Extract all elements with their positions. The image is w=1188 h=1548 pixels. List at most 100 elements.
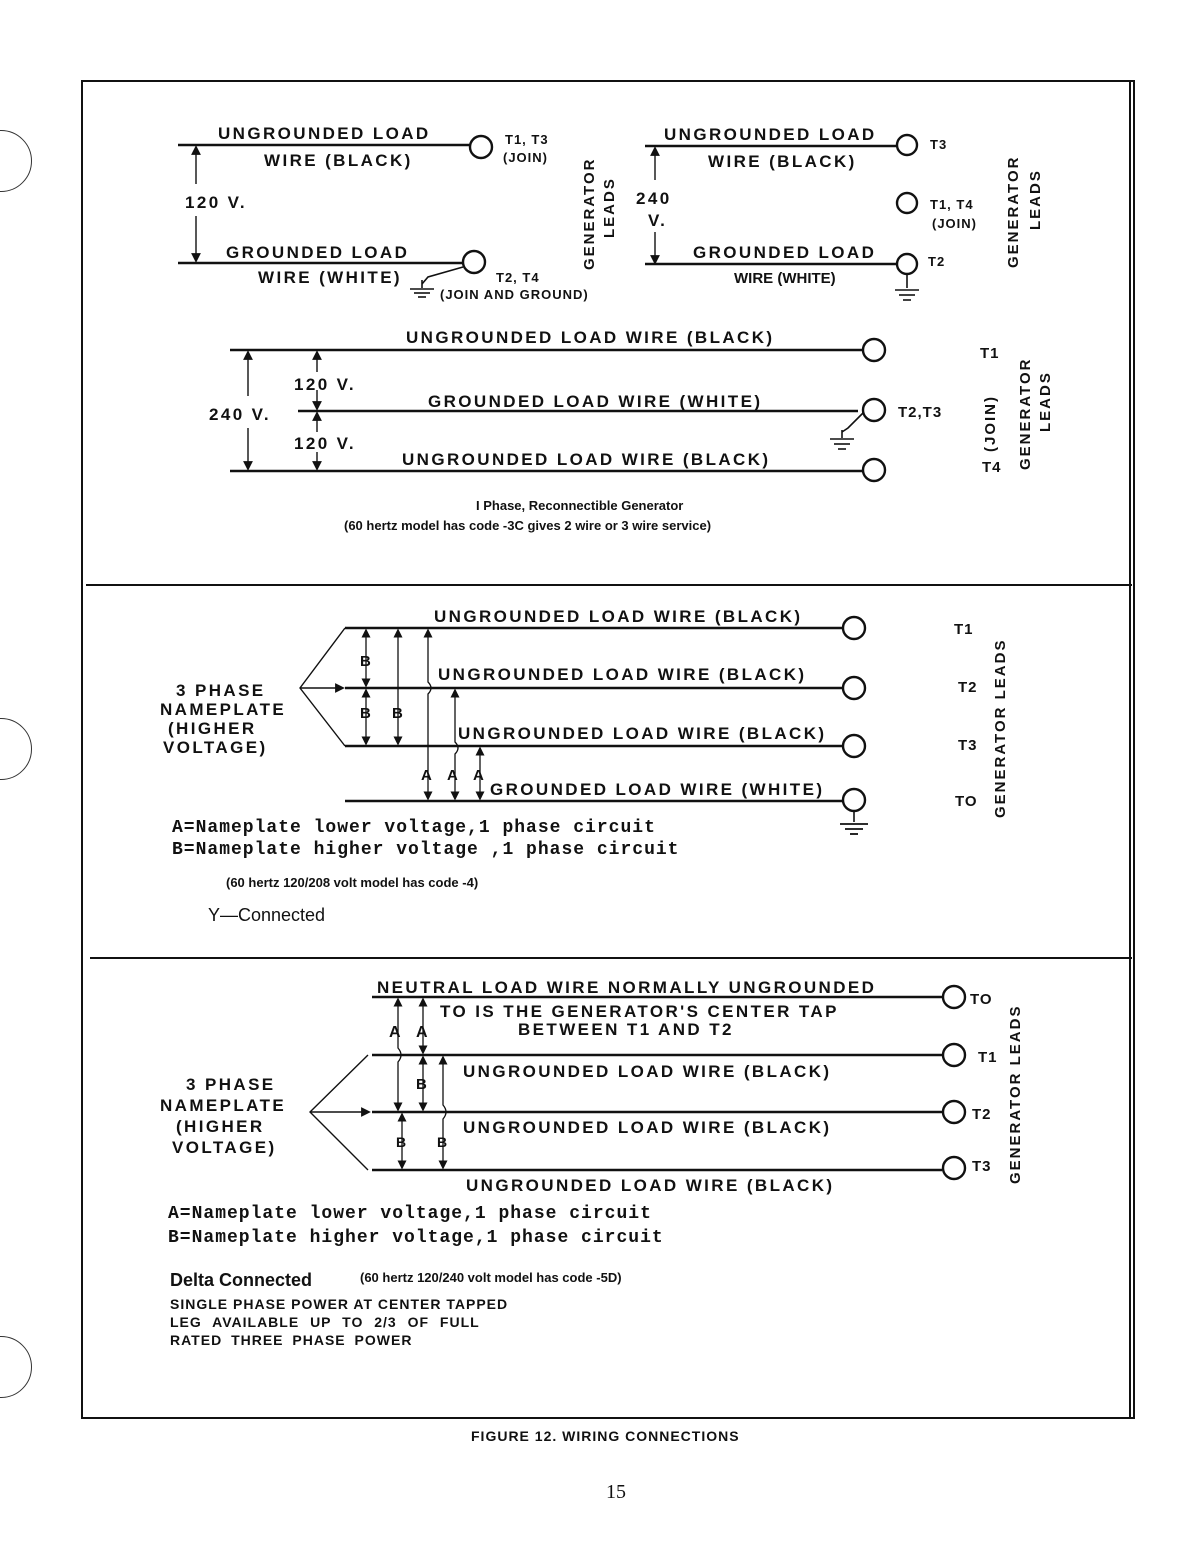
- nameplate-label: NAMEPLATE: [160, 700, 286, 719]
- terminal-t1-t3: [468, 134, 494, 160]
- panel1-right-circuit: UNGROUNDED LOAD WIRE (BLACK) 240 V. GROU…: [636, 125, 1044, 301]
- ground-symbol-icon: [830, 438, 854, 450]
- voltage-label: V.: [648, 211, 667, 230]
- ground-symbol-icon: [895, 289, 919, 301]
- generator-leads-label: GENERATOR: [581, 158, 598, 270]
- nameplate-label: VOLTAGE): [172, 1138, 277, 1157]
- legend-a: A=Nameplate lower voltage,1 phase circui…: [168, 1204, 652, 1224]
- terminal-t4: [861, 457, 887, 483]
- wire-label: UNGROUNDED LOAD WIRE (BLACK): [406, 328, 774, 347]
- ground-symbol-icon: [840, 823, 868, 835]
- note-line: LEG AVAILABLE UP TO 2/3 OF FULL: [170, 1314, 480, 1330]
- note-line: RATED THREE PHASE POWER: [170, 1332, 412, 1348]
- mark-b: B: [360, 705, 372, 722]
- connection-type: Y—Connected: [208, 905, 325, 925]
- code-note: (60 hertz 120/240 volt model has code -5…: [360, 1270, 622, 1285]
- ground-symbol-icon: [410, 288, 434, 298]
- wire-label: GROUNDED LOAD WIRE (WHITE): [428, 392, 762, 411]
- terminal-t0: [941, 984, 967, 1010]
- tap-note: TO IS THE GENERATOR'S CENTER TAP: [440, 1002, 839, 1021]
- generator-leads-label: LEADS: [1037, 371, 1054, 432]
- voltage-label: 240 V.: [209, 405, 271, 424]
- terminal-t2: [895, 252, 919, 276]
- terminal-t1-t4: [895, 191, 919, 215]
- voltage-label: 120 V.: [294, 434, 356, 453]
- wire-label: WIRE (BLACK): [708, 152, 857, 171]
- generator-leads-label: GENERATOR: [1005, 156, 1022, 268]
- terminal-t0: [841, 787, 867, 813]
- terminal-label: TO: [970, 991, 993, 1008]
- panel2-y-circuit: B B B A A A UNGROUNDED LOAD WIRE (BLACK)…: [160, 607, 1009, 835]
- panel-caption: (60 hertz model has code -3C gives 2 wir…: [344, 518, 711, 533]
- terminal-t2-t3: [861, 397, 887, 423]
- generator-leads-label: GENERATOR LEADS: [1007, 1005, 1024, 1184]
- terminal-label: T1, T4: [930, 197, 974, 212]
- nameplate-label: (HIGHER: [168, 719, 257, 738]
- nameplate-label: VOLTAGE): [163, 738, 268, 757]
- wire-label: UNGROUNDED LOAD WIRE (BLACK): [463, 1118, 831, 1137]
- terminal-join-label: (JOIN): [503, 150, 548, 165]
- panel1-three-wire-circuit: UNGROUNDED LOAD WIRE (BLACK) GROUNDED LO…: [209, 328, 1054, 483]
- page-number: 15: [606, 1481, 626, 1503]
- note-line: SINGLE PHASE POWER AT CENTER TAPPED: [170, 1296, 508, 1312]
- terminal-t3: [841, 733, 867, 759]
- mark-a: A: [416, 1024, 429, 1041]
- legend-a: A=Nameplate lower voltage,1 phase circui…: [172, 818, 656, 838]
- generator-leads-label: GENERATOR: [1017, 358, 1034, 470]
- mark-b: B: [416, 1076, 428, 1093]
- wire-label: UNGROUNDED LOAD WIRE (BLACK): [438, 665, 806, 684]
- mark-b: B: [360, 653, 372, 670]
- mark-a: A: [421, 767, 433, 784]
- legend-b: B=Nameplate higher voltage ,1 phase circ…: [172, 840, 679, 860]
- wire-label: WIRE (BLACK): [264, 151, 413, 170]
- voltage-label: 120 V.: [185, 193, 247, 212]
- terminal-label: T1: [980, 345, 1000, 362]
- nameplate-label: 3 PHASE: [186, 1075, 276, 1094]
- generator-leads-label: LEADS: [1027, 169, 1044, 230]
- wire-label: GROUNDED LOAD: [693, 243, 876, 262]
- terminal-label: T3: [930, 137, 947, 152]
- wire-label: UNGROUNDED LOAD: [664, 125, 877, 144]
- terminal-t2: [941, 1099, 967, 1125]
- terminal-t3: [895, 133, 919, 157]
- terminal-label: T1: [954, 621, 974, 638]
- legend-b: B=Nameplate higher voltage,1 phase circu…: [168, 1228, 664, 1248]
- terminal-label: T3: [972, 1158, 992, 1175]
- voltage-label: 240: [636, 189, 672, 208]
- terminal-t1: [941, 1042, 967, 1068]
- nameplate-label: NAMEPLATE: [160, 1096, 286, 1115]
- mark-a: A: [389, 1024, 402, 1041]
- wire-label: WIRE (WHITE): [258, 268, 402, 287]
- wire-label: GROUNDED LOAD: [226, 243, 409, 262]
- mark-b: B: [392, 705, 404, 722]
- wire-label: WIRE (WHITE): [734, 270, 836, 287]
- wire-label: UNGROUNDED LOAD WIRE (BLACK): [434, 607, 802, 626]
- panel-caption: I Phase, Reconnectible Generator: [476, 498, 683, 513]
- nameplate-label: 3 PHASE: [176, 681, 266, 700]
- terminal-label: T1, T3: [505, 132, 549, 147]
- mark-b: B: [437, 1134, 448, 1150]
- wire-label: UNGROUNDED LOAD WIRE (BLACK): [402, 450, 770, 469]
- mark-b: B: [396, 1134, 407, 1150]
- terminal-label: TO: [955, 793, 978, 810]
- terminal-label: T4: [982, 459, 1002, 476]
- voltage-label: 120 V.: [294, 375, 356, 394]
- terminal-label: T2: [928, 254, 945, 269]
- terminal-join-label: (JOIN): [982, 395, 999, 452]
- code-note: (60 hertz 120/208 volt model has code -4…: [226, 875, 478, 890]
- mark-a: A: [473, 767, 485, 784]
- tap-note: BETWEEN T1 AND T2: [518, 1020, 734, 1039]
- nameplate-label: (HIGHER: [176, 1117, 265, 1136]
- generator-leads-label: LEADS: [601, 177, 618, 238]
- terminal-label: T1: [978, 1049, 998, 1066]
- terminal-t2: [841, 675, 867, 701]
- wire-label: UNGROUNDED LOAD WIRE (BLACK): [463, 1062, 831, 1081]
- terminal-t3: [941, 1155, 967, 1181]
- connection-type: Delta Connected: [170, 1270, 312, 1290]
- terminal-join-label: (JOIN): [932, 216, 977, 231]
- terminal-label: T2: [972, 1106, 992, 1123]
- figure-frame: [81, 80, 1135, 1419]
- wire-label: UNGROUNDED LOAD: [218, 124, 431, 143]
